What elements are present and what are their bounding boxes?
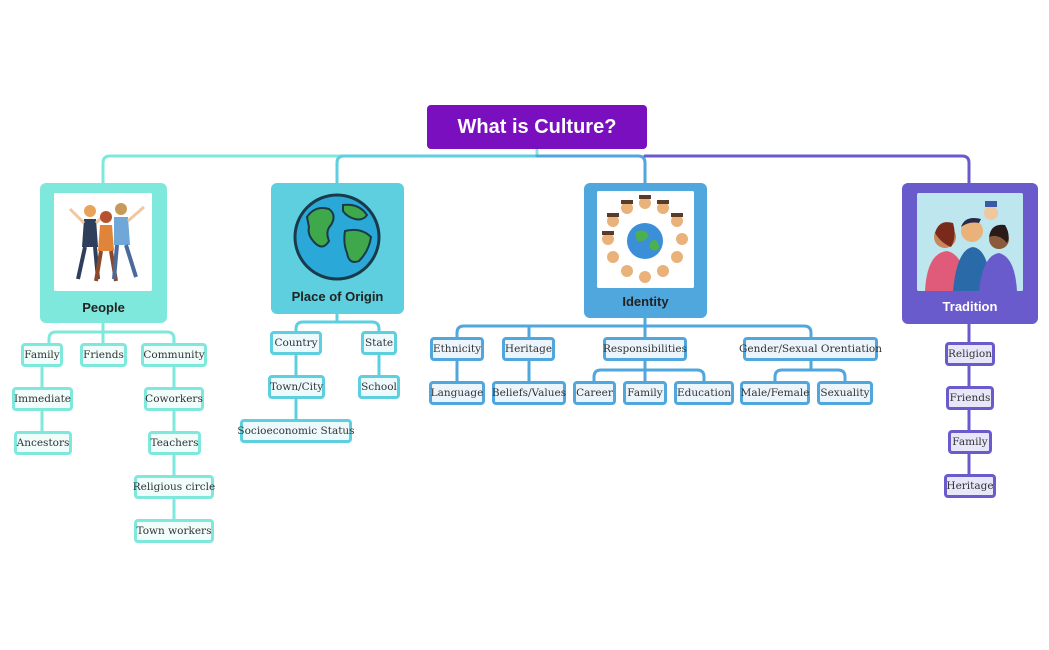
leaf-responsibilities[interactable]: Responsibilities <box>603 337 687 361</box>
leaf-immediate[interactable]: Immediate <box>12 387 73 411</box>
leaf-ancestors[interactable]: Ancestors <box>14 431 72 455</box>
leaf-country[interactable]: Country <box>270 331 322 355</box>
globe-diverse-faces-icon <box>597 191 694 288</box>
leaf-ethnicity[interactable]: Ethnicity <box>430 337 484 361</box>
branch-people[interactable]: People <box>40 183 167 323</box>
leaf-education[interactable]: Education <box>674 381 734 405</box>
branch-place-of-origin[interactable]: Place of Origin <box>271 183 404 314</box>
branch-identity[interactable]: Identity <box>584 183 707 318</box>
leaf-heritage[interactable]: Heritage <box>502 337 555 361</box>
leaf-friends[interactable]: Friends <box>80 343 127 367</box>
leaf-religion[interactable]: Religion <box>945 342 995 366</box>
leaf-family[interactable]: Family <box>21 343 63 367</box>
branch-people-label: People <box>82 300 125 315</box>
leaf-language[interactable]: Language <box>429 381 485 405</box>
leaf-religious-circle[interactable]: Religious circle <box>133 475 215 499</box>
branch-place-of-origin-label: Place of Origin <box>291 289 384 304</box>
leaf-gender-sexual-orientation[interactable]: Gender/Sexual Orentiation <box>739 337 882 361</box>
leaf-teachers[interactable]: Teachers <box>148 431 201 455</box>
leaf-tradition-friends[interactable]: Friends <box>946 386 994 410</box>
leaf-state[interactable]: State <box>361 331 397 355</box>
diverse-people-group-icon <box>917 193 1023 291</box>
globe-icon <box>285 191 390 281</box>
leaf-town-workers[interactable]: Town workers <box>134 519 214 543</box>
leaf-school[interactable]: School <box>358 375 400 399</box>
leaf-coworkers[interactable]: Coworkers <box>144 387 204 411</box>
leaf-town-city[interactable]: Town/City <box>268 375 325 399</box>
leaf-beliefs-values[interactable]: Beliefs/Values <box>492 381 566 405</box>
leaf-male-female[interactable]: Male/Female <box>740 381 810 405</box>
leaf-tradition-heritage[interactable]: Heritage <box>944 474 996 498</box>
branch-identity-label: Identity <box>622 294 669 309</box>
leaf-socioeconomic-status[interactable]: Socioeconomic Status <box>237 419 355 443</box>
branch-tradition[interactable]: Tradition <box>902 183 1038 324</box>
leaf-tradition-family[interactable]: Family <box>948 430 992 454</box>
branch-tradition-label: Tradition <box>942 299 998 314</box>
root-node-what-is-culture[interactable]: What is Culture? <box>427 105 647 149</box>
leaf-identity-family[interactable]: Family <box>623 381 667 405</box>
leaf-community[interactable]: Community <box>141 343 207 367</box>
leaf-sexuality[interactable]: Sexuality <box>817 381 873 405</box>
leaf-career[interactable]: Career <box>573 381 616 405</box>
people-celebrating-illustration-icon <box>54 193 152 291</box>
